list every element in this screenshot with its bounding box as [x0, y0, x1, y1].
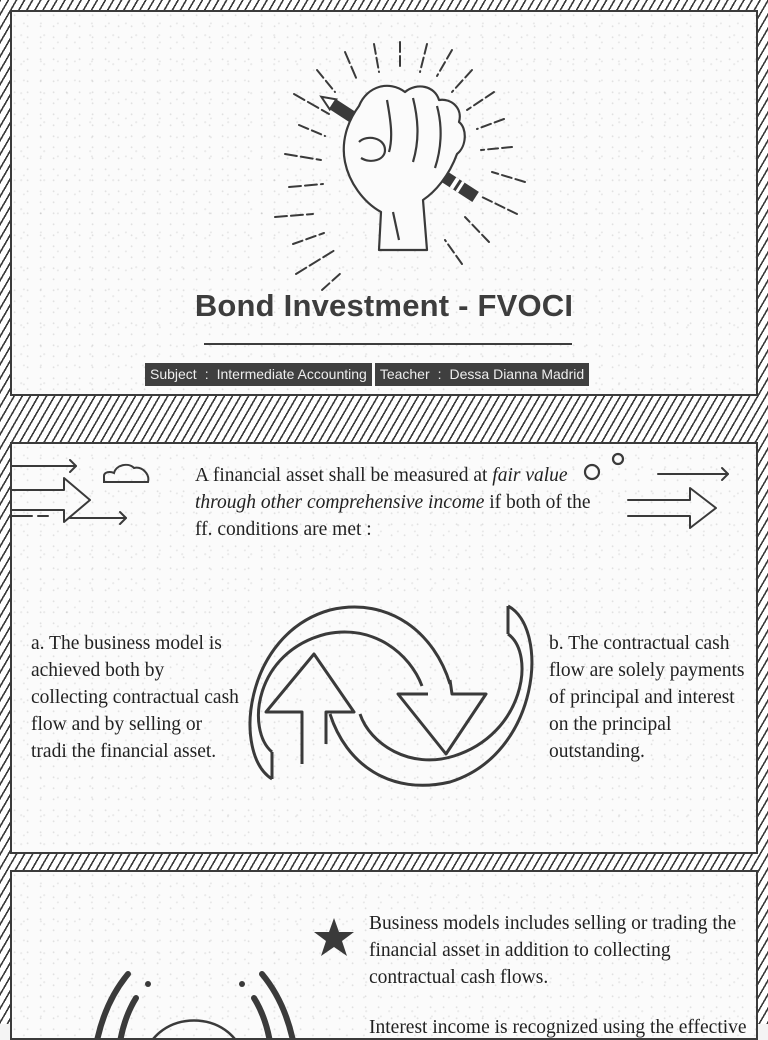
intro-part2: if both of the ff. conditions are met :: [195, 492, 591, 540]
bullet-interest-income: Interest income is recognized using the …: [369, 1017, 747, 1038]
intro-italic: fair value through other comprehensive i…: [195, 465, 568, 513]
condition-b: b. The contractual cash flow are solely …: [549, 633, 745, 762]
intro-text: A financial asset shall be measured at f…: [195, 462, 595, 543]
page-title: Bond Investment - FVOCI: [194, 288, 574, 323]
subject-badge: Subject: Intermediate Accounting: [145, 363, 372, 386]
teacher-separator: :: [437, 366, 442, 382]
arrows-doodle-left-icon: [12, 459, 127, 525]
cycle-arrows-icon: [248, 604, 534, 787]
intro-part1: A financial asset shall be measured at: [195, 465, 493, 486]
fist-holding-pencil-icon: [274, 41, 526, 291]
slide-title: Bond Investment - FVOCI Subject: Intermed…: [10, 10, 758, 396]
star-icon: [314, 918, 354, 956]
signal-ring-icon: [94, 971, 296, 1038]
bullet-business-models: Business models includes selling or trad…: [369, 913, 737, 988]
cloud-icon: [103, 463, 150, 483]
subject-separator: :: [204, 366, 209, 382]
slide-business-models: Business models includes selling or trad…: [10, 870, 758, 1040]
meta-row: Subject: Intermediate Accounting Teacher:…: [145, 363, 590, 386]
subject-value: Intermediate Accounting: [216, 366, 367, 382]
title-underline: [204, 343, 572, 345]
arrows-doodle-right-icon: [627, 467, 729, 529]
teacher-value: Dessa Dianna Madrid: [449, 366, 585, 382]
teacher-label: Teacher: [379, 366, 430, 382]
bubbles-icon: [583, 452, 625, 481]
subject-label: Subject: [150, 366, 197, 382]
slide-conditions: A financial asset shall be measured at f…: [10, 442, 758, 854]
condition-a: a. The business model is achieved both b…: [31, 633, 239, 762]
teacher-badge: Teacher: Dessa Dianna Madrid: [374, 363, 590, 386]
